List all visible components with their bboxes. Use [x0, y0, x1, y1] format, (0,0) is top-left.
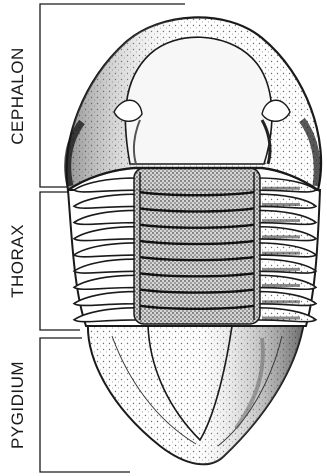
cephalon-label: CEPHALON: [8, 47, 27, 145]
pygidium-shape: [88, 322, 304, 464]
cephalon-shape: [66, 17, 321, 190]
trilobite-illustration: [66, 17, 321, 464]
thorax-label: THORAX: [8, 224, 27, 298]
thorax-shape: [68, 168, 320, 326]
pygidium-label: PYGIDIUM: [8, 361, 27, 449]
